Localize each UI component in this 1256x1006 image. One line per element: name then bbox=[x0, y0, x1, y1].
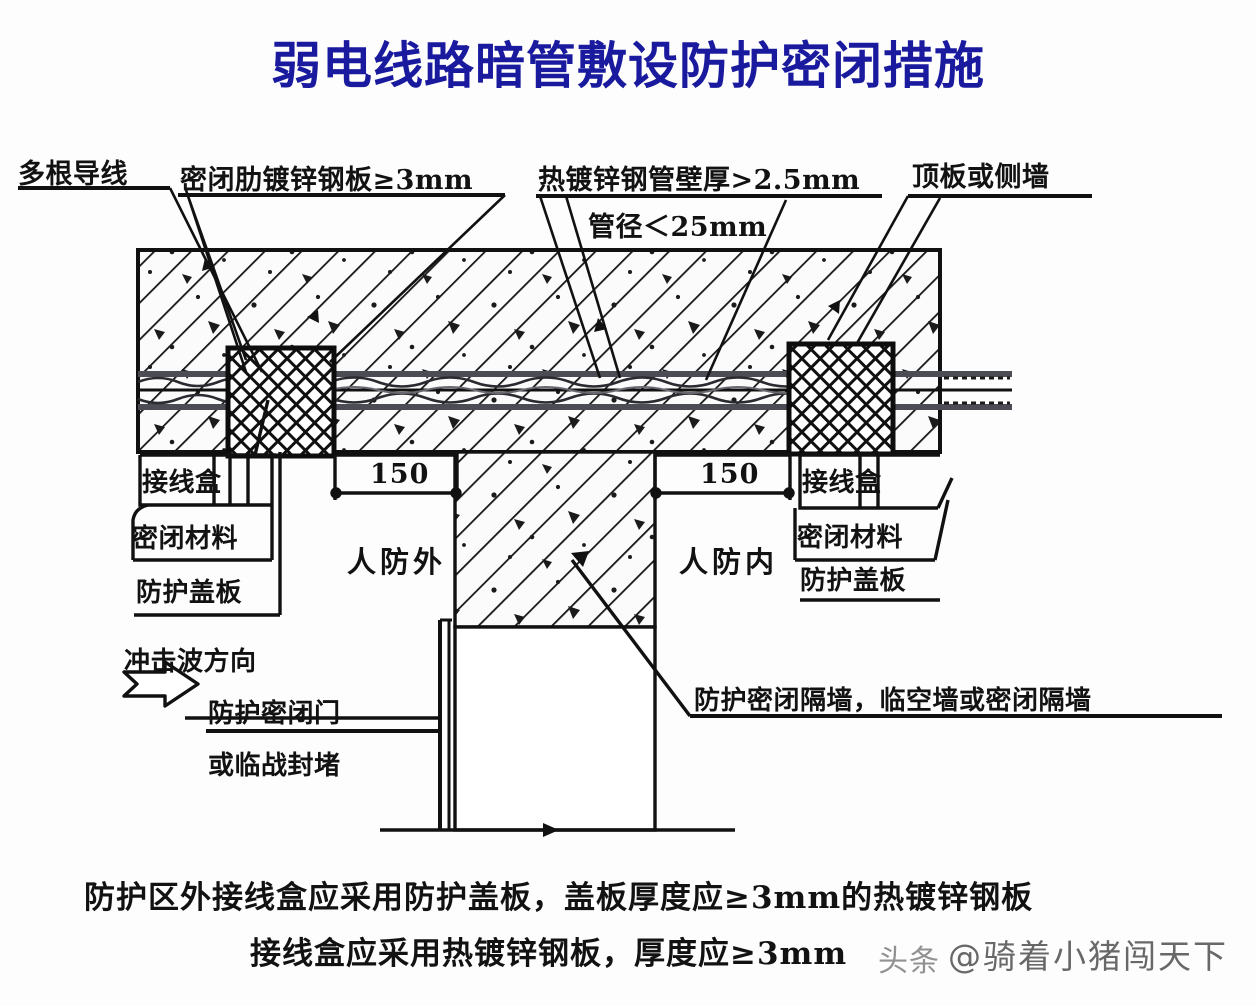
label-slab-or-wall: 顶板或侧墙 bbox=[912, 162, 1050, 193]
zone-label-outside: 人防外 bbox=[347, 545, 447, 579]
label-junction-box-right: 接线盒 bbox=[802, 468, 882, 498]
label-shock-wave-direction: 冲击波方向 bbox=[124, 647, 257, 677]
dimension-right bbox=[650, 452, 795, 500]
page-title: 弱电线路暗管敷设防护密闭措施 bbox=[271, 36, 985, 95]
junction-box-right bbox=[786, 341, 896, 457]
leader-line-partition-wall bbox=[570, 551, 1222, 718]
label-partition-wall: 防护密闭隔墙，临空墙或密闭隔墙 bbox=[694, 686, 1092, 716]
zone-label-inside: 人防内 bbox=[679, 545, 779, 579]
partition-wall bbox=[380, 450, 735, 837]
dimension-label-left: 150 bbox=[370, 459, 430, 490]
label-protective-airtight-door: 防护密闭门 bbox=[208, 699, 341, 729]
label-temporary-blocking: 或临战封堵 bbox=[208, 751, 341, 781]
label-protective-cover-right: 防护盖板 bbox=[800, 566, 907, 596]
note-line-2: 接线盒应采用热镀锌钢板，厚度应≥3mm bbox=[250, 936, 848, 972]
label-sealing-rib-plate: 密闭肋镀锌钢板≥3mm bbox=[180, 165, 474, 196]
label-sealing-material-left: 密闭材料 bbox=[132, 524, 239, 554]
junction-box-left bbox=[225, 345, 337, 459]
label-sealing-material-right: 密闭材料 bbox=[797, 523, 904, 553]
label-junction-box-left: 接线盒 bbox=[142, 468, 222, 498]
protective-airtight-door bbox=[185, 618, 452, 830]
note-line-1: 防护区外接线盒应采用防护盖板，盖板厚度应≥3mm的热镀锌钢板 bbox=[84, 880, 1034, 916]
leader-lines-left bbox=[131, 399, 282, 617]
shock-wave-arrow bbox=[122, 660, 200, 708]
label-wires: 多根导线 bbox=[18, 159, 128, 190]
watermark-source: 头条 bbox=[878, 944, 940, 979]
leader-lines-right bbox=[793, 452, 954, 602]
watermark-handle: @骑着小猪闯天下 bbox=[948, 937, 1228, 976]
leader-lines-top bbox=[18, 186, 1092, 381]
dimension-left bbox=[330, 452, 462, 500]
label-pipe-wall-thickness: 热镀锌钢管壁厚>2.5mm bbox=[538, 165, 861, 196]
dimension-label-right: 150 bbox=[700, 459, 760, 490]
label-protective-cover-left: 防护盖板 bbox=[136, 578, 243, 608]
label-pipe-diameter: 管径＜25mm bbox=[588, 212, 768, 243]
